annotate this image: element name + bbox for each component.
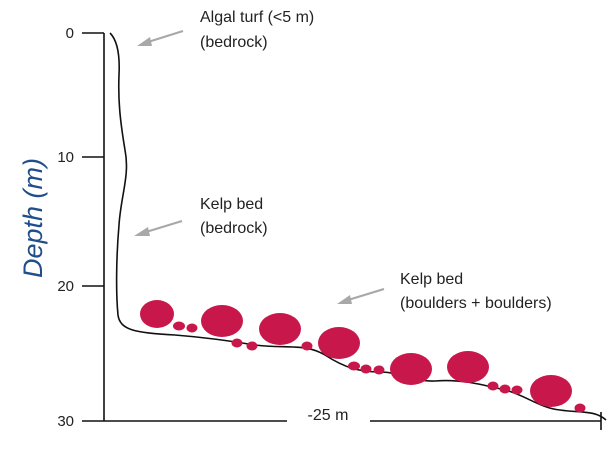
- depth-axis-title: Depth (m): [18, 158, 48, 278]
- boulder-small: [246, 341, 258, 351]
- boulder-large: [390, 353, 432, 385]
- boulder-large: [530, 375, 572, 407]
- boulder-large: [140, 300, 174, 328]
- depth-tick-label-0: 0: [66, 25, 74, 42]
- annotation-kelp-bedrock-line1: Kelp bed: [200, 196, 263, 213]
- seabed-profile-line: [109, 32, 607, 421]
- boulder-small: [373, 365, 385, 375]
- boulders: [140, 300, 586, 413]
- annotation-kelp-boulders: Kelp bed (boulders + boulders): [400, 271, 552, 312]
- annotation-algal-turf: Algal turf (<5 m) (bedrock): [200, 9, 314, 51]
- distance-label: -25 m: [308, 407, 349, 424]
- depth-tick-label-20: 20: [57, 278, 74, 295]
- arrowhead-kelp-bedrock: [134, 227, 150, 236]
- arrow-kelp-bedrock: [145, 219, 183, 234]
- boulder-large: [201, 305, 243, 337]
- annotation-kelp-boulders-line2: (boulders + boulders): [400, 295, 552, 312]
- depth-tick-label-30: 30: [57, 413, 74, 430]
- depth-tick-label-10: 10: [57, 149, 74, 166]
- arrowhead-algal-turf: [137, 37, 152, 46]
- annotation-kelp-bedrock-line2: (bedrock): [200, 220, 268, 237]
- boulder-small: [173, 321, 185, 331]
- arrowhead-kelp-boulders: [337, 295, 352, 304]
- boulder-large: [259, 313, 301, 345]
- boulder-small: [499, 384, 511, 394]
- boulder-small: [511, 385, 523, 395]
- annotation-kelp-bedrock: Kelp bed (bedrock): [200, 196, 268, 237]
- annotation-kelp-boulders-line1: Kelp bed: [400, 271, 463, 288]
- boulder-small: [301, 341, 313, 351]
- boulder-large: [318, 327, 360, 359]
- annotation-algal-turf-line2: (bedrock): [200, 34, 268, 51]
- boulder-small: [360, 364, 372, 374]
- boulder-small: [231, 338, 243, 348]
- boulder-small: [186, 323, 198, 333]
- annotation-algal-turf-line1: Algal turf (<5 m): [200, 9, 314, 26]
- arrow-kelp-boulders: [347, 287, 385, 302]
- boulder-large: [447, 351, 489, 383]
- arrow-algal-turf: [147, 29, 184, 44]
- boulder-small: [487, 381, 499, 391]
- boulder-small: [574, 403, 586, 413]
- annotation-arrows: [134, 29, 385, 304]
- depth-ticks: 0 10 20 30: [57, 25, 104, 430]
- boulder-small: [348, 361, 360, 371]
